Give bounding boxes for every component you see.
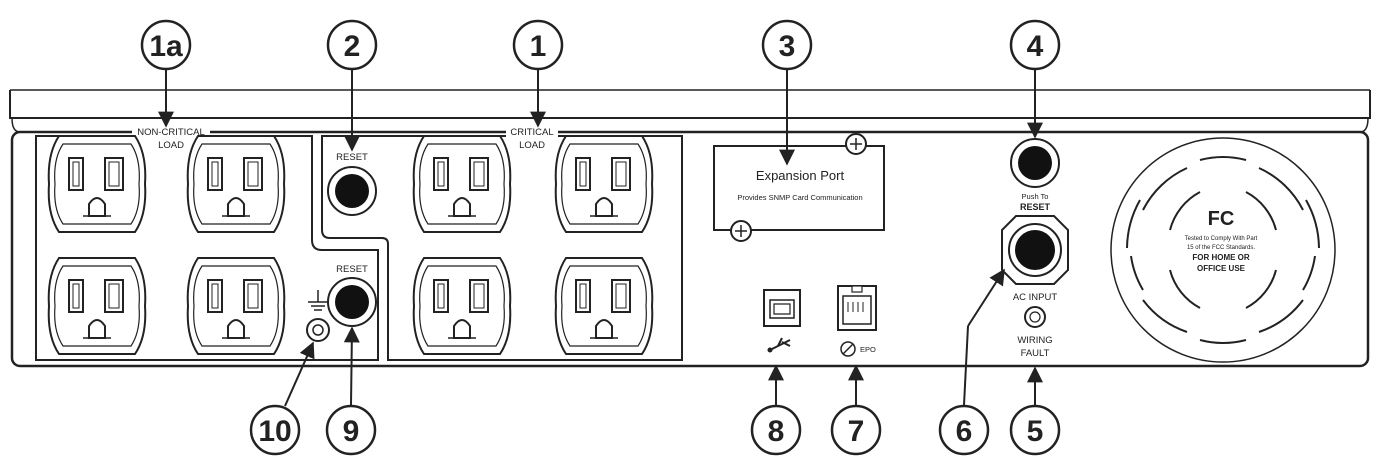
svg-text:2: 2	[344, 30, 361, 63]
svg-text:6: 6	[956, 415, 973, 448]
epo-label: EPO	[860, 345, 876, 354]
outlet-noncritical-4	[186, 257, 286, 355]
callout-1: 1	[512, 19, 564, 71]
push-to-label: Push To	[1022, 192, 1049, 201]
svg-text:1: 1	[530, 30, 547, 63]
outlet-noncritical-2	[186, 135, 286, 233]
expansion-port-title: Expansion Port	[756, 168, 845, 183]
wiring-fault-led	[1024, 306, 1046, 328]
svg-text:10: 10	[258, 415, 291, 448]
callout-10: 10	[249, 404, 301, 456]
callout-4: 4	[1009, 19, 1061, 71]
ac-input-socket	[1001, 215, 1069, 285]
ground-icon	[308, 290, 328, 311]
outlet-critical-2	[554, 135, 654, 233]
usb-icon	[767, 337, 791, 353]
critical-load-label: LOAD	[519, 140, 545, 151]
callout-2: 2	[326, 19, 378, 71]
reset-button-noncritical[interactable]	[327, 277, 377, 327]
callout-6: 6	[938, 404, 990, 456]
callout-3: 3	[761, 19, 813, 71]
callout-5: 5	[1009, 404, 1061, 456]
push-to-reset-breaker[interactable]	[1010, 138, 1060, 188]
callout-1a: 1a	[140, 19, 192, 71]
svg-text:1a: 1a	[149, 30, 183, 63]
fcc-line1: Tested to Comply With Part	[1185, 236, 1258, 242]
fcc-line4: OFFICE USE	[1197, 264, 1246, 273]
svg-text:3: 3	[779, 30, 796, 63]
leader-lines	[158, 70, 1043, 407]
ground-screw	[306, 318, 330, 342]
reset-top-label: RESET	[336, 152, 368, 163]
non-critical-load-label: LOAD	[158, 140, 184, 151]
svg-text:5: 5	[1027, 415, 1044, 448]
reset-bottom-label: RESET	[336, 264, 368, 275]
fault-label: FAULT	[1021, 348, 1050, 359]
reset-button-critical[interactable]	[327, 166, 377, 216]
callout-8: 8	[750, 404, 802, 456]
ac-input-label: AC INPUT	[1013, 292, 1058, 303]
wiring-label: WIRING	[1017, 335, 1052, 346]
svg-text:4: 4	[1027, 30, 1044, 63]
callout-9: 9	[325, 404, 377, 456]
svg-text:7: 7	[848, 415, 865, 448]
usb-port	[763, 289, 801, 327]
fcc-line3: FOR HOME OR	[1192, 253, 1250, 262]
critical-label: CRITICAL	[510, 127, 553, 138]
expansion-port-subtitle: Provides SNMP Card Communication	[737, 193, 862, 202]
svg-text:8: 8	[768, 415, 785, 448]
outlet-noncritical-3	[47, 257, 147, 355]
chassis-top	[9, 90, 1371, 119]
outlet-noncritical-1	[47, 135, 147, 233]
critical-bank	[321, 135, 683, 361]
fcc-line2: 15 of the FCC Standards.	[1187, 245, 1255, 251]
outlet-critical-4	[554, 257, 654, 355]
epo-icon	[840, 341, 856, 357]
outlet-critical-3	[412, 257, 512, 355]
non-critical-bank	[35, 135, 379, 361]
push-reset-label: RESET	[1020, 202, 1051, 212]
fcc-logo: FC	[1208, 208, 1235, 230]
expansion-port-cover	[713, 133, 885, 242]
non-critical-label: NON-CRITICAL	[137, 127, 205, 138]
svg-text:9: 9	[343, 415, 360, 448]
fan-grille	[1110, 137, 1336, 363]
outlet-critical-1	[412, 135, 512, 233]
epo-port	[837, 285, 877, 331]
callout-7: 7	[830, 404, 882, 456]
